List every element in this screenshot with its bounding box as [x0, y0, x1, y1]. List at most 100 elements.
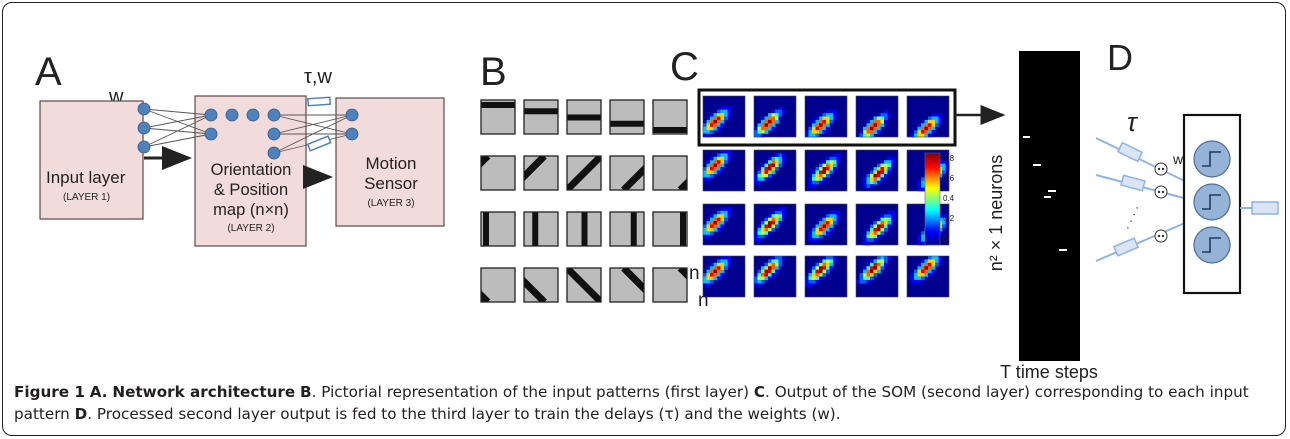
spike-marks — [1023, 136, 1067, 251]
output-terminal — [1251, 201, 1279, 215]
colorbar-ticks: 0.8 0.6 0.4 0.2 0 — [943, 154, 955, 244]
output-neurons — [1193, 140, 1231, 264]
som-heatmap — [702, 95, 746, 138]
figure-caption: Figure 1 A. Network architecture B. Pict… — [14, 381, 1279, 425]
som-heatmap — [702, 149, 746, 192]
panel-a: A w τ,w Input l — [35, 50, 445, 247]
colorbar-tick: 0.2 — [943, 214, 955, 223]
caption-b-text: . Pictorial representation of the input … — [311, 383, 750, 401]
caption-a-text: Network architecture — [112, 383, 296, 401]
input-pattern-tile — [652, 267, 688, 303]
raster-y-label: n² × 1 neurons — [986, 155, 1006, 272]
panel-c: C n n 0.8 0.6 0.4 0.2 0 n² × 1 neurons T… — [670, 45, 1098, 382]
input-pattern-tile — [652, 155, 688, 191]
input-pattern-tile — [480, 267, 516, 303]
highlight-row-frame — [697, 88, 957, 147]
input-pattern-tile — [566, 267, 602, 303]
figure-graphic: A w τ,w Input l — [35, 37, 1279, 382]
weight-multipliers — [1154, 162, 1168, 243]
caption-figure-label: Figure 1 — [14, 383, 85, 401]
som-heatmap — [753, 255, 797, 298]
orientation-line3: map (n×n) — [213, 201, 289, 219]
input-pattern-tile — [523, 211, 559, 247]
spike-raster — [1019, 51, 1080, 361]
som-heatmap — [855, 149, 899, 192]
input-pattern-tile — [609, 99, 645, 135]
input-pattern-tile — [523, 155, 559, 191]
tau-label: τ — [1127, 107, 1139, 137]
ellipsis: · · · · — [1120, 203, 1144, 232]
input-pattern-tile — [566, 155, 602, 191]
network-nodes — [137, 102, 359, 160]
colorbar-tick: 0.8 — [943, 154, 955, 163]
som-heatmap — [855, 95, 899, 138]
caption-d-text: . Processed second layer output is fed t… — [87, 405, 841, 423]
delay-blocks — [1112, 141, 1146, 257]
caption-a-label: A. — [89, 383, 108, 401]
som-heatmap — [804, 255, 848, 298]
layer1-layer2-connections — [143, 108, 212, 148]
raster-x-label: T time steps — [1000, 362, 1098, 382]
input-pattern-tile — [609, 267, 645, 303]
step-function-icons — [1202, 151, 1221, 253]
som-heatmap — [804, 95, 848, 138]
motion-line2: Sensor — [364, 174, 418, 193]
input-pattern-tile — [652, 211, 688, 247]
colorbar-tick: 0.4 — [943, 194, 955, 203]
panel-a-letter: A — [35, 50, 62, 94]
input-layer-title: Input layer — [46, 168, 126, 187]
orientation-map-box — [194, 95, 307, 247]
delay-element-1 — [307, 96, 332, 107]
input-layer-sub: (LAYER 1) — [63, 192, 110, 203]
panel-d: D τ w · · · · — [1095, 37, 1279, 295]
som-heatmap — [804, 149, 848, 192]
input-pattern-tile — [609, 211, 645, 247]
som-heatmap — [702, 203, 746, 246]
multiplier-dots — [1157, 167, 1165, 238]
input-pattern-tile — [523, 267, 559, 303]
n-label-bottom: n — [698, 290, 709, 311]
panel-b: B — [480, 50, 688, 303]
motion-sub: (LAYER 3) — [367, 198, 414, 209]
input-pattern-tile — [480, 211, 516, 247]
som-output-grid — [702, 95, 950, 298]
input-pattern-tile — [523, 99, 559, 135]
som-heatmap — [804, 203, 848, 246]
panel-b-letter: B — [480, 50, 507, 94]
panel-d-letter: D — [1107, 37, 1133, 78]
som-heatmap — [906, 95, 950, 138]
caption-d-label: D — [74, 405, 88, 423]
input-lines — [1095, 137, 1200, 262]
colorbar-tick: 0.6 — [943, 174, 955, 183]
colorbar-tick: 0 — [943, 235, 948, 244]
input-pattern-grid — [480, 99, 688, 303]
motion-sensor-box — [335, 97, 445, 227]
panel-c-letter: C — [670, 45, 699, 89]
som-heatmap — [906, 255, 950, 298]
motion-line1: Motion — [365, 154, 416, 173]
input-pattern-tile — [609, 155, 645, 191]
orientation-line1: Orientation — [211, 161, 292, 179]
delay-weight-label: τ,w — [304, 66, 332, 88]
input-pattern-tile — [480, 155, 516, 191]
input-pattern-tile — [566, 211, 602, 247]
delay-element-2 — [306, 135, 332, 152]
som-heatmap — [855, 203, 899, 246]
colorbar — [924, 152, 941, 246]
som-heatmap — [855, 255, 899, 298]
caption-c-label: C — [753, 383, 766, 401]
orientation-sub: (LAYER 2) — [227, 223, 274, 234]
weight-label-d: w — [1172, 151, 1184, 167]
som-heatmap — [753, 203, 797, 246]
n-label-side: n — [689, 263, 700, 284]
input-pattern-tile — [480, 99, 516, 135]
input-layer-box — [39, 100, 144, 220]
caption-b-label: B — [300, 383, 312, 401]
orientation-line2: & Position — [214, 181, 288, 199]
input-pattern-tile — [652, 99, 688, 135]
input-pattern-tile — [566, 99, 602, 135]
som-heatmap — [702, 255, 746, 298]
som-heatmap — [753, 95, 797, 138]
caption-c-text: . Output of the SOM (second layer) corre… — [14, 383, 1249, 423]
